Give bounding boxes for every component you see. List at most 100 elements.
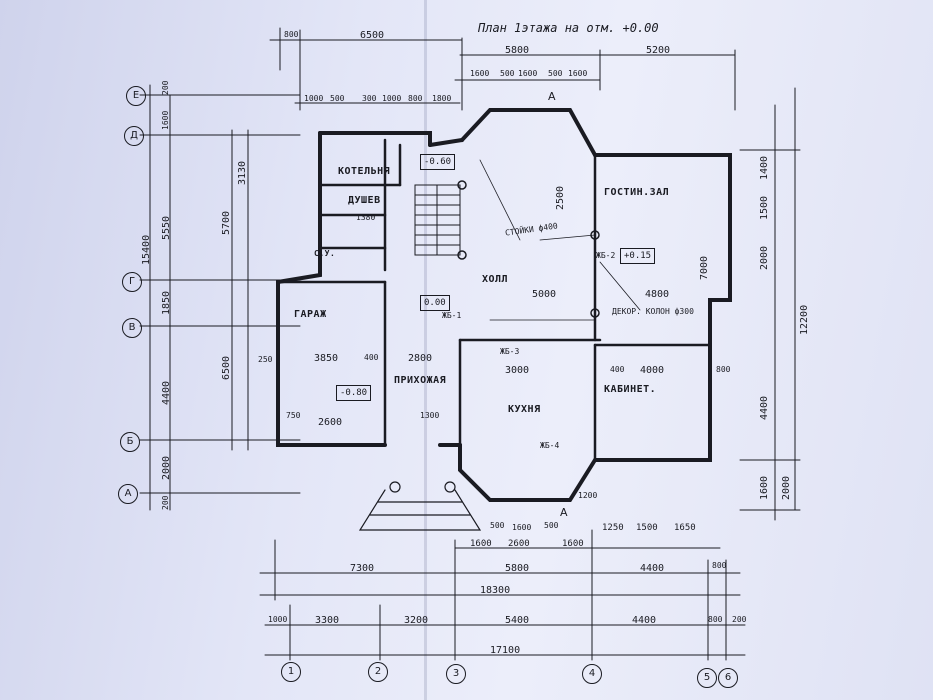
axis-marker-4: 4 [582,664,602,684]
room-shower-label: ДУШЕВ [348,195,381,206]
staircase [414,184,461,256]
dim-int-1300: 1300 [420,411,440,420]
level-mark-garage: -0.80 [336,385,372,401]
dim-bottom-4400: 4400 [640,563,665,574]
axis-marker-5: 5 [697,668,717,688]
dim-left-1600: 1600 [161,110,170,130]
axis-marker-e: Е [126,86,146,106]
top-dimension-lines [269,27,736,111]
left-dimension-lines [139,84,301,511]
dim-int-5000: 5000 [532,289,557,300]
dim-bottom-800b: 800 [708,615,723,624]
dim-top-1600c: 1600 [568,69,588,78]
dim-bottom-17100: 17100 [490,645,521,656]
decor-column-note: ДЕКОР. КОЛОН ф300 [612,307,694,316]
dim-r1-1000: 1000 [304,94,324,103]
dim-int-4000: 4000 [640,365,665,376]
entrance-porch [358,481,482,531]
dim-int-3000: 3000 [505,365,530,376]
beam-mark-3: ЖБ-3 [500,347,520,356]
dim-b2-1500: 1500 [636,523,658,533]
columns [457,180,600,318]
dim-left-4400: 4400 [161,380,172,405]
dim-bottom-1000: 1000 [268,615,288,624]
dim-b3-1600: 1600 [512,523,532,532]
dim-top-500b: 500 [548,69,563,78]
level-mark-hall: 0.00 [420,295,450,311]
dim-top-800: 800 [284,30,299,39]
dim-b3-500b: 500 [544,521,559,530]
dim-left2-3130: 3130 [237,160,248,185]
dim-left-2000: 2000 [161,455,172,480]
dim-top-5200: 5200 [646,45,671,56]
dim-top-500a: 500 [500,69,515,78]
dim-top-1600a: 1600 [470,69,490,78]
dim-b2-1600a: 1600 [470,539,492,549]
dim-right-7000: 7000 [699,255,710,280]
axis-marker-d: Д [124,126,144,146]
dim-r1-500: 500 [330,94,345,103]
dim-left2-6500: 6500 [221,355,232,380]
dim-int-400b: 400 [610,365,625,374]
room-wc-label: С.У. [314,249,336,258]
dim-int-1200: 1200 [578,491,598,500]
plan-title: План 1этажа на отм. +0.00 [478,21,659,35]
leader-lines [479,159,641,321]
axis-marker-v: В [122,318,142,338]
room-kitchen-label: КУХНЯ [508,404,541,415]
axis-marker-g: Г [122,272,142,292]
axis-marker-2: 2 [368,662,388,682]
dim-bottom-5800: 5800 [505,563,530,574]
dim-bottom-200: 200 [732,615,747,624]
dim-b2-2600: 2600 [508,539,530,549]
dim-left-200a: 200 [161,80,170,95]
right-dimension-lines [739,87,801,521]
dim-bottom-18300: 18300 [480,585,511,596]
room-hallway-label: ПРИХОЖАЯ [394,375,447,386]
level-mark-living: +0.15 [620,248,656,264]
dim-right-12200: 12200 [799,304,810,335]
dim-right-2000b: 2000 [759,245,770,270]
dim-int-4800: 4800 [645,289,670,300]
section-mark-bottom: А [560,506,568,519]
dim-int-250: 250 [258,355,273,364]
dim-int-400a: 400 [364,353,379,362]
dim-int-800: 800 [716,365,731,374]
dim-right-1400: 1400 [759,155,770,180]
dim-top-1600b: 1600 [518,69,538,78]
dim-top-6500: 6500 [360,30,385,41]
paper-fold [424,0,427,700]
dim-left-5550: 5550 [161,215,172,240]
dim-int-3850: 3850 [314,353,339,364]
dim-left-1850: 1850 [161,290,172,315]
dim-b3-500a: 500 [490,521,505,530]
dim-bottom-3200: 3200 [404,615,429,626]
beam-mark-c: ЖБ-2 [596,251,616,260]
dim-r1-300: 300 [362,94,377,103]
room-hall-label: ХОЛЛ [482,274,509,285]
dim-r1-1800: 1800 [432,94,452,103]
beam-mark-1: ЖБ-1 [442,311,462,320]
level-mark-boiler: -0.60 [420,154,456,170]
dim-int-2800: 2800 [408,353,433,364]
axis-marker-b: Б [120,432,140,452]
dim-left-200b: 200 [161,495,170,510]
beam-mark-4: ЖБ-4 [540,441,560,450]
dim-int-2600: 2600 [318,417,343,428]
axis-marker-a: А [118,484,138,504]
dim-right-2000: 2000 [781,475,792,500]
dim-left-15400: 15400 [141,234,152,265]
dim-right-4400: 4400 [759,395,770,420]
dim-bottom-7300: 7300 [350,563,375,574]
dim-b2-1250: 1250 [602,523,624,533]
dim-int-1380: 1380 [356,213,376,222]
dim-int-2500: 2500 [555,185,566,210]
interior-walls [276,138,712,462]
room-living-label: ГОСТИН.ЗАЛ [604,187,670,198]
room-garage-label: ГАРАЖ [294,309,327,320]
bottom-dimension-lines [259,529,746,661]
dim-bottom-800: 800 [712,561,727,570]
dim-right-1500: 1500 [759,195,770,220]
